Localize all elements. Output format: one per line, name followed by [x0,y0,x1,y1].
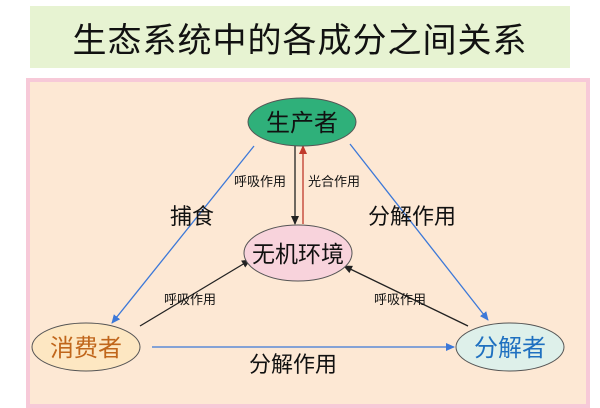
photosynthesis-label: 光合作用 [308,175,360,190]
producer-decomposition-arrow [349,143,489,321]
consumer-respiration-label: 呼吸作用 [164,293,216,308]
producer-node: 生产者 [247,97,357,147]
decomposer-respiration-arrow [343,265,469,327]
consumer-label: 消费者 [50,334,122,362]
title-banner: 生态系统中的各成分之间关系 [30,6,570,68]
environment-node: 无机环境 [243,224,353,282]
producer-label: 生产者 [266,109,338,137]
decomposer-respiration-label: 呼吸作用 [374,293,426,308]
page-title: 生态系统中的各成分之间关系 [72,20,528,61]
producer-respiration-label: 呼吸作用 [234,175,286,190]
environment-label: 无机环境 [252,242,344,268]
predation-arrow [111,145,255,324]
consumer-respiration-arrow [139,259,251,327]
decomposer-label: 分解者 [474,334,546,362]
producer-decomposition-label: 分解作用 [368,205,456,230]
consumer-node: 消费者 [31,322,141,372]
decomposer-node: 分解者 [455,322,565,372]
consumer-decomposition-label: 分解作用 [249,353,337,378]
predation-label: 捕食 [170,205,214,230]
